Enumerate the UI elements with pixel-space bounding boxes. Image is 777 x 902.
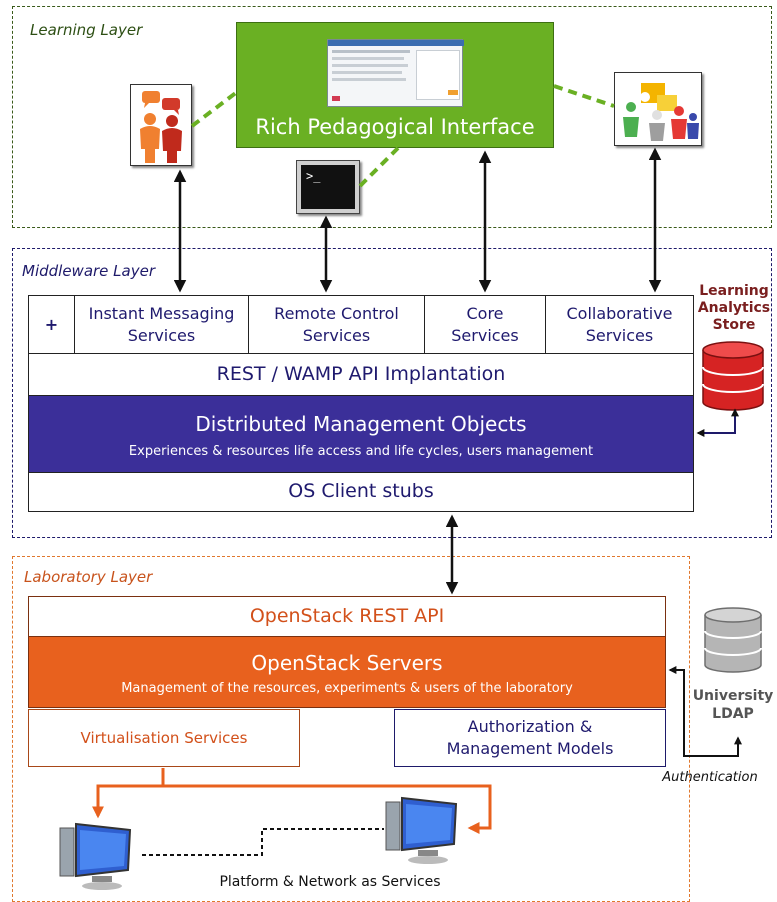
arrow-virt-left xyxy=(92,768,165,819)
openstack-servers-title: OpenStack Servers xyxy=(251,651,443,675)
computer-right-icon xyxy=(382,796,468,866)
link-people-interface xyxy=(190,90,239,128)
arrow-virt-right xyxy=(163,784,492,834)
openstack-rest-api: OpenStack REST API xyxy=(28,596,666,637)
middleware-layer-title: Middleware Layer xyxy=(22,262,155,280)
database-grey-icon xyxy=(702,606,764,674)
link-terminal-interface xyxy=(358,146,400,188)
rest-wamp-api: REST / WAMP API Implantation xyxy=(28,353,694,396)
os-client-stubs: OS Client stubs xyxy=(28,472,694,512)
arrow-dmo-store xyxy=(696,408,739,437)
learning-layer-title: Learning Layer xyxy=(30,21,143,39)
laboratory-layer-title: Laboratory Layer xyxy=(24,568,153,586)
collaboration-puzzle-icon xyxy=(614,72,702,146)
authorization-management-models: Authorization & Management Models xyxy=(394,709,666,767)
dmo-title: Distributed Management Objects xyxy=(195,412,527,436)
analytics-store-label: Learning Analytics Store xyxy=(697,283,771,333)
authentication-label: Authentication xyxy=(662,770,758,785)
computer-left-icon xyxy=(56,822,142,892)
openstack-servers-subtitle: Management of the resources, experiments… xyxy=(121,681,573,696)
platform-network-label: Platform & Network as Services xyxy=(219,874,441,890)
dmo-subtitle: Experiences & resources life access and … xyxy=(128,444,594,459)
remote-control-services: Remote Control Services xyxy=(248,295,425,354)
openstack-servers: OpenStack Servers Management of the reso… xyxy=(28,636,666,708)
rich-interface-label: Rich Pedagogical Interface xyxy=(255,115,535,139)
rich-pedagogical-interface: Rich Pedagogical Interface xyxy=(236,22,554,148)
database-red-icon xyxy=(700,340,766,412)
terminal-icon: >_ xyxy=(296,160,360,214)
authorization-label: Authorization & Management Models xyxy=(446,717,614,758)
virtualisation-services: Virtualisation Services xyxy=(28,709,300,767)
core-services: Core Services xyxy=(424,295,546,354)
core-services-label: Core Services xyxy=(451,303,519,345)
people-chat-icon xyxy=(130,84,192,166)
collaborative-services-label: Collaborative Services xyxy=(566,303,673,345)
interface-screenshot xyxy=(327,39,464,107)
learning-layer-frame xyxy=(12,6,772,228)
instant-messaging-label: Instant Messaging Services xyxy=(88,303,235,345)
link-interface-collab xyxy=(553,84,615,108)
arrow-servers-ldap xyxy=(668,666,742,757)
instant-messaging-services: Instant Messaging Services xyxy=(74,295,249,354)
network-link xyxy=(142,828,384,856)
middleware-layer-frame xyxy=(12,248,772,538)
remote-control-label: Remote Control Services xyxy=(274,303,399,345)
